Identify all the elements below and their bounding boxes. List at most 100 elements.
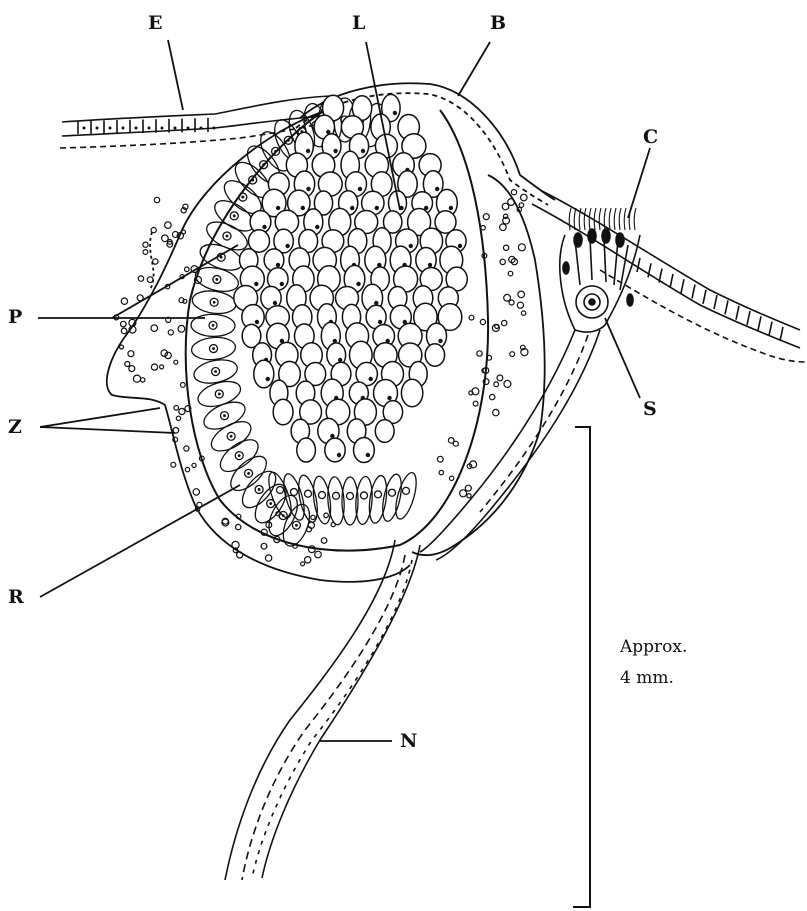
blood-corpuscle [508,271,513,276]
blood-corpuscle [324,513,329,518]
blood-corpuscle [510,352,515,357]
blood-corpuscle [437,456,443,462]
retina-cell-nucleolus [274,150,277,153]
blood-corpuscle [261,543,267,549]
epidermis-cell-wall [758,316,761,330]
scale-bar [573,427,590,907]
blood-corpuscle [521,311,525,315]
retina-cell-nucleus [389,489,396,496]
blood-corpuscle [138,276,143,281]
epidermis-cell-wall [736,306,739,320]
lens-cell-nucleus [350,206,354,210]
epidermis-cell-wall [703,290,706,304]
epidermis-cell-wall [714,295,717,309]
retina-cell-nucleolus [287,139,290,142]
blood-corpuscle [305,557,311,563]
retina-cell-nucleolus [241,196,244,199]
blood-corpuscle [121,321,127,327]
retina-cell-nucleus [305,490,312,497]
lens-cell-nucleus [438,339,442,343]
blood-corpuscle [185,267,190,272]
epidermis-nucleus [213,127,216,130]
lens-cell [273,399,293,425]
lens-cell-nucleus [276,206,280,210]
blood-corpuscle [449,476,453,480]
retina-cell-nucleolus [215,278,218,281]
epidermis-nucleus [122,127,125,130]
blood-corpuscle [331,523,335,527]
epidermis-nucleus [161,127,164,130]
blood-corpuscle [151,364,157,370]
leader-P2 [112,245,238,318]
blood-corpuscle [174,406,179,411]
blood-corpuscle [120,345,124,349]
scale-label-line2: 4 mm. [620,667,687,690]
blood-corpuscle [503,245,508,250]
blood-corpuscle [193,489,199,495]
lens-cell-nucleus [358,187,362,191]
leader-E [168,40,183,110]
lens-cell-nucleus [458,244,462,248]
lens-cell-nucleus [393,111,397,115]
blood-corpuscle [509,300,514,305]
epidermis-nucleus [148,127,151,130]
leader-S [605,318,640,398]
lens-cell [401,379,422,406]
retina-cell-nucleus [403,487,410,494]
label-Z: Z [8,418,22,437]
lens-cell-nucleus [409,244,413,248]
lens-cell [325,438,345,462]
label-C: C [643,128,658,147]
retina-cell-nucleolus [213,301,216,304]
retina-cell-nucleolus [233,214,236,217]
cilium [584,208,586,230]
epidermis-cell-wall [637,258,640,272]
blood-corpuscle [460,490,467,497]
epidermis-nucleus [187,127,190,130]
retina-cell-nucleolus [223,414,226,417]
blood-corpuscle [151,325,158,332]
blood-corpuscle [502,203,509,210]
blood-corpuscle [192,463,196,467]
retina-cell-nucleus [333,492,340,499]
lens-cell [354,438,375,463]
blood-corpuscle [180,383,185,388]
cilium [624,208,626,230]
retina-cell-nucleolus [262,163,265,166]
retina-cell-nucleolus [258,488,261,491]
blood-corpuscle [179,408,185,414]
lens-cell [425,344,444,366]
lens-cell-nucleus [428,263,432,267]
blood-corpuscle [184,446,189,451]
blood-corpuscle [121,298,127,304]
lens-cell-nucleus [435,187,439,191]
label-E: E [148,14,162,33]
cilium [609,208,611,230]
epidermis-cell-wall [670,274,673,288]
blood-corpuscle [473,401,478,406]
lens-cell-nucleus [387,396,391,400]
label-L: L [352,14,365,33]
blood-corpuscle [504,294,511,301]
blood-corpuscle [439,470,443,474]
blood-corpuscle [162,235,169,242]
blood-corpuscle [143,242,148,247]
lens-cell-nucleus [315,225,319,229]
epidermis-cell-wall [692,285,695,299]
blood-corpuscle [121,328,127,334]
scale-label: Approx. 4 mm. [620,636,687,690]
lens-cell-nucleus [285,244,289,248]
lens [234,94,468,462]
retina-cell-nucleolus [247,472,250,475]
retina-cell-nucleolus [212,347,215,350]
lens-cell-nucleus [338,358,342,362]
sensory-nerve [420,330,600,560]
retina-cell-nucleolus [212,324,215,327]
blood-corpuscle [133,375,140,382]
blood-corpuscle [494,382,499,387]
lens-cell-nucleus [255,320,259,324]
epidermis-cell-wall [747,311,750,325]
blood-corpuscle [185,467,189,471]
retina-cell [392,471,421,522]
cilium [634,208,636,230]
